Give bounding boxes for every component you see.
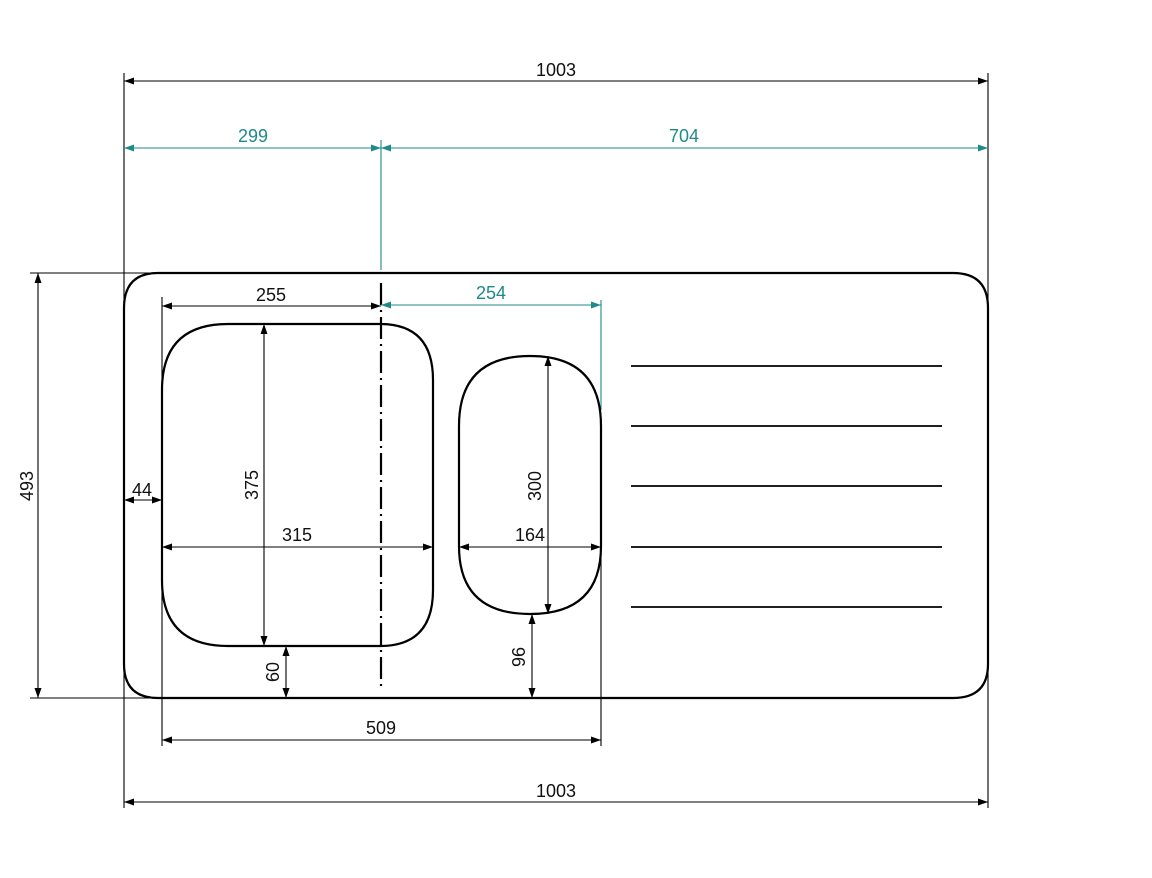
- dimension-labels: 1003 299 704 255 254 493 44 375 315 300 …: [17, 60, 699, 801]
- label-axis-to-right: 704: [669, 126, 699, 146]
- drainer-grooves: [631, 365, 942, 608]
- label-bowl2-width: 164: [515, 525, 545, 545]
- dimension-lines: [34, 77, 988, 806]
- label-overall-width-bottom: 1003: [536, 781, 576, 801]
- label-bowls-span: 509: [366, 718, 396, 738]
- label-left-to-axis: 299: [238, 126, 268, 146]
- label-bowl1-width: 315: [282, 525, 312, 545]
- label-bowl2-offset: 254: [476, 283, 506, 303]
- label-bowl2-height: 300: [525, 471, 545, 501]
- label-bowl1-half-width: 255: [256, 285, 286, 305]
- label-bowl2-bottom-gap: 96: [509, 647, 529, 667]
- label-left-margin: 44: [132, 480, 152, 500]
- label-bowl1-bottom-gap: 60: [263, 662, 283, 682]
- label-height: 493: [17, 471, 37, 501]
- sink-outline: [122, 271, 990, 700]
- bowl-large: [160, 322, 435, 648]
- label-bowl1-height: 375: [242, 470, 262, 500]
- label-overall-width-top: 1003: [536, 60, 576, 80]
